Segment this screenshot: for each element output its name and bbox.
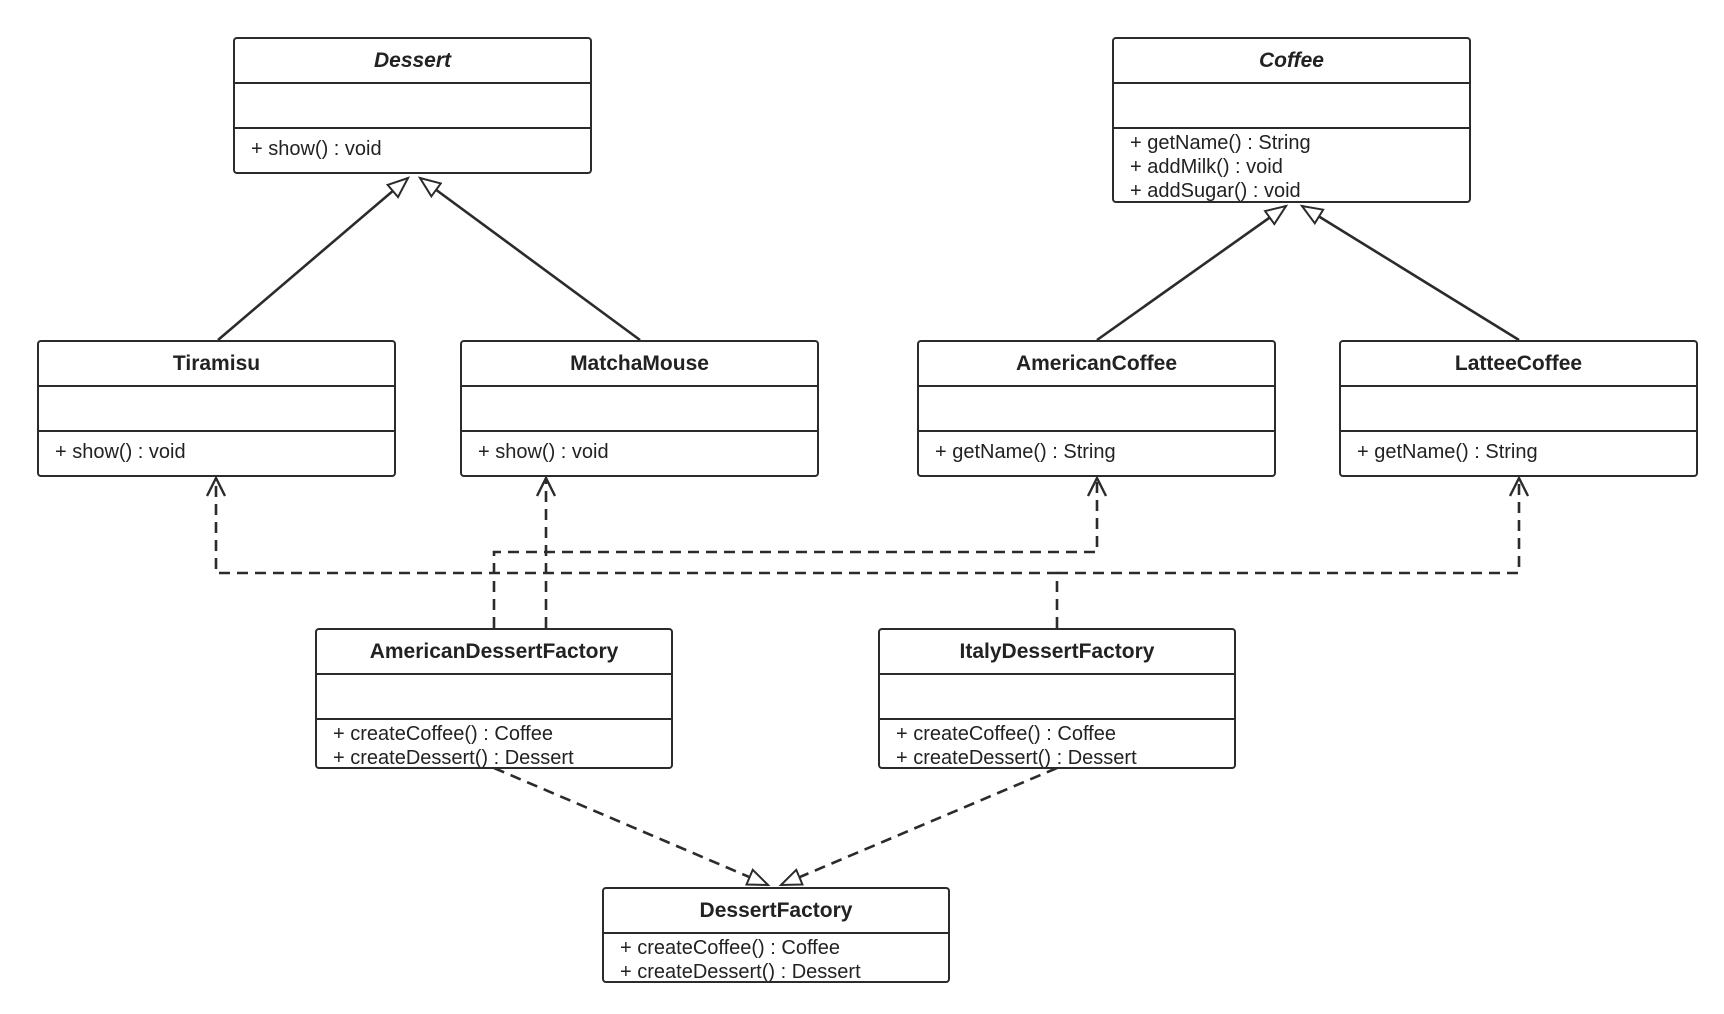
operation: + createCoffee() : Coffee (620, 937, 840, 959)
edge-tiramisu-to-dessert (217, 176, 411, 341)
attributes-compartment (235, 84, 590, 129)
class-americancoffee[interactable]: AmericanCoffee + getName() : String (917, 340, 1276, 477)
class-dessertfactory[interactable]: DessertFactory + createCoffee() : Coffee… (602, 887, 950, 983)
edge-americanfactory-to-dessertfactory (493, 766, 771, 887)
operation: + createDessert() : Dessert (896, 747, 1137, 769)
class-matchamouse[interactable]: MatchaMouse + show() : void (460, 340, 819, 477)
attributes-compartment (39, 387, 394, 432)
operation: + getName() : String (1357, 441, 1538, 463)
operations-compartment: + getName() : String + addMilk() : void … (1114, 129, 1469, 202)
class-coffee[interactable]: Coffee + getName() : String + addMilk() … (1112, 37, 1471, 203)
operations-compartment: + getName() : String (1341, 432, 1696, 464)
class-name: LatteeCoffee (1341, 342, 1696, 387)
edge-latteecoffee-to-coffee (1299, 204, 1520, 342)
edge-italyfactory-to-tiramisu (205, 475, 1059, 628)
operation: + addSugar() : void (1130, 180, 1301, 202)
operation: + createDessert() : Dessert (620, 961, 861, 983)
class-name: ItalyDessertFactory (880, 630, 1234, 675)
class-name: DessertFactory (604, 889, 948, 934)
class-name: AmericanDessertFactory (317, 630, 671, 675)
class-name: Tiramisu (39, 342, 394, 387)
class-dessert[interactable]: Dessert + show() : void (233, 37, 592, 174)
operation: + getName() : String (935, 441, 1116, 463)
attributes-compartment (1114, 84, 1469, 129)
attributes-compartment (462, 387, 817, 432)
operation: + createCoffee() : Coffee (333, 723, 553, 745)
class-tiramisu[interactable]: Tiramisu + show() : void (37, 340, 396, 477)
operation: + addMilk() : void (1130, 156, 1283, 178)
attributes-compartment (1341, 387, 1696, 432)
class-name: Coffee (1114, 39, 1469, 84)
operations-compartment: + show() : void (462, 432, 817, 464)
edge-americanfactory-to-americancoffee (492, 475, 1108, 628)
class-latteecoffee[interactable]: LatteeCoffee + getName() : String (1339, 340, 1698, 477)
operations-compartment: + show() : void (235, 129, 590, 161)
edge-italyfactory-to-dessertfactory (778, 766, 1058, 887)
attributes-compartment (880, 675, 1234, 720)
operations-compartment: + show() : void (39, 432, 394, 464)
edge-americancoffee-to-coffee (1096, 204, 1289, 342)
class-name: MatchaMouse (462, 342, 817, 387)
operation: + show() : void (478, 441, 609, 463)
operation: + show() : void (55, 441, 186, 463)
operation: + getName() : String (1130, 132, 1311, 154)
edge-italyfactory-to-latteecoffee (1057, 475, 1530, 575)
operation: + createDessert() : Dessert (333, 747, 574, 769)
class-italydessertfactory[interactable]: ItalyDessertFactory + createCoffee() : C… (878, 628, 1236, 769)
class-americandessertfactory[interactable]: AmericanDessertFactory + createCoffee() … (315, 628, 673, 769)
class-name: Dessert (235, 39, 590, 84)
operations-compartment: + createCoffee() : Coffee + createDesser… (317, 720, 671, 769)
operation: + createCoffee() : Coffee (896, 723, 1116, 745)
edge-matchamouse-to-dessert (417, 176, 641, 342)
operations-compartment: + getName() : String (919, 432, 1274, 464)
operation: + show() : void (251, 138, 382, 160)
attributes-compartment (317, 675, 671, 720)
attributes-compartment (919, 387, 1274, 432)
class-name: AmericanCoffee (919, 342, 1274, 387)
operations-compartment: + createCoffee() : Coffee + createDesser… (604, 934, 948, 983)
operations-compartment: + createCoffee() : Coffee + createDesser… (880, 720, 1234, 769)
